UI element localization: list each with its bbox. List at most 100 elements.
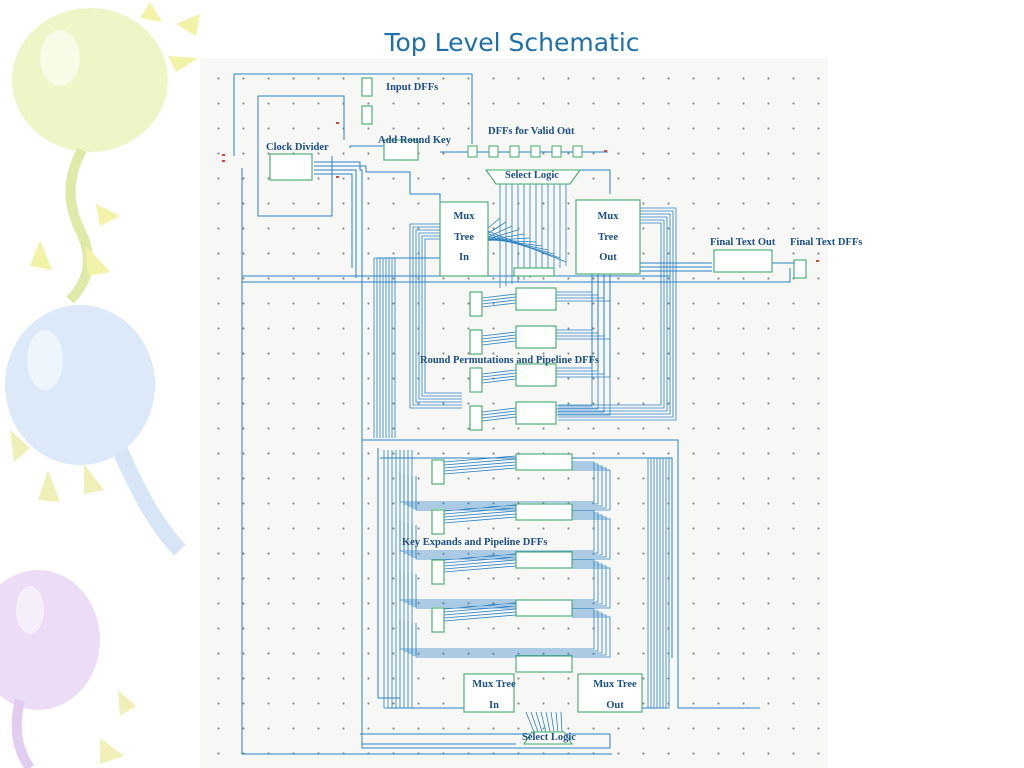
round-bus-left-5 [424, 238, 462, 394]
key-trunk-right-0 [642, 458, 649, 709]
upper-trunk-0 [373, 257, 440, 438]
round-link-2-2 [481, 375, 517, 381]
blue-balloon-icon [5, 305, 186, 556]
round-dff-1 [515, 287, 557, 311]
bridge-block [513, 267, 555, 277]
valid-out-dff-1 [467, 145, 478, 158]
wire-key-frame-left [377, 448, 400, 699]
round-bus-right-3 [558, 216, 668, 412]
wire-key-frame [362, 439, 760, 709]
mux-tree-in-top-label: Mux Tree In [440, 211, 488, 274]
key-link-2-1 [443, 556, 517, 564]
upper-trunk-7 [394, 257, 440, 438]
round-up-3-3 [556, 274, 611, 416]
slide-title: Top Level Schematic [384, 28, 640, 57]
clock-divider-label: Clock Divider [266, 142, 329, 153]
key-link-3-2 [443, 608, 517, 616]
select-logic-top-block [484, 169, 582, 185]
bottom-select-fan-6 [555, 711, 559, 733]
round-link-1-1 [481, 334, 517, 340]
final-text-dff-block [793, 259, 807, 279]
bottom-pipeline-dff [515, 655, 573, 673]
key-mux-1 [431, 459, 445, 485]
key-link-2-0 [443, 553, 517, 561]
add-round-key-label: Add Round Key [378, 135, 451, 146]
round-link-0-2 [481, 299, 517, 305]
mux-out-bottom-line-2: Out [606, 699, 624, 711]
round-bus-right-0 [558, 207, 677, 421]
key-link-3-1 [443, 605, 517, 613]
round-bus-left-4 [421, 235, 462, 397]
final-text-dffs-label: Final Text DFFs [790, 237, 863, 248]
round-link-3-3 [481, 416, 517, 422]
valid-out-dff-2 [488, 145, 499, 158]
round-link-2-0 [481, 369, 517, 375]
round-bus-right-5 [558, 222, 662, 406]
bottom-select-fan-4 [545, 711, 551, 733]
mux-tree-out-bottom-block [577, 673, 643, 713]
mux-tree-in-bottom-label: Mux Tree In [464, 679, 524, 721]
round-up-3-1 [556, 274, 599, 410]
key-link-1-1 [443, 507, 517, 515]
key-dff-1 [515, 453, 573, 471]
mux-tree-in-top-block [439, 201, 489, 277]
key-loop-2-4 [415, 567, 611, 609]
key-link-2-4 [443, 565, 517, 573]
round-dff-4 [515, 401, 557, 425]
key-link-1-0 [443, 504, 517, 512]
key-dff-2 [515, 503, 573, 521]
round-bus-left-3 [418, 232, 462, 400]
key-mux-4 [431, 607, 445, 633]
valid-out-dff-5 [551, 145, 562, 158]
round-mux-2 [469, 329, 483, 355]
input-pin-3 [336, 176, 339, 178]
select-logic-bottom-block [522, 731, 574, 745]
round-link-3-1 [481, 410, 517, 416]
round-bus-right-4 [558, 219, 665, 409]
input-pin-4 [336, 122, 339, 124]
valid-out-dff-3 [509, 145, 520, 158]
key-link-2-2 [443, 559, 517, 567]
round-bus-left-1 [412, 226, 462, 406]
input-pin-1 [222, 154, 225, 156]
mux-in-top-line-1: Mux [453, 211, 475, 222]
round-link-0-3 [481, 302, 517, 308]
input-dffs-label: Input DFFs [386, 82, 439, 93]
mux-out-top-line-1: Mux [597, 211, 619, 222]
wire-key-loop [380, 457, 673, 658]
round-up-3-0 [556, 274, 593, 407]
bottom-select-fan-1 [530, 711, 539, 733]
round-link-0-1 [481, 296, 517, 302]
select-logic-top-label: Select Logic [505, 170, 559, 181]
wire-clock-loop [257, 96, 333, 217]
key-loop-3-4 [415, 616, 611, 658]
mux-tree-out-top-label: Mux Tree Out [576, 211, 640, 274]
bottom-select-fan-5 [550, 711, 555, 733]
bottom-select-fan-7 [560, 711, 563, 733]
round-bus-left-0 [409, 223, 462, 409]
key-link-3-0 [443, 602, 517, 610]
final-text-out-label: Final Text Out [710, 237, 776, 248]
round-up-1-3 [556, 274, 611, 340]
key-trunk-left-7 [411, 450, 464, 709]
round-link-1-0 [481, 331, 517, 337]
key-trunk-left-2 [391, 450, 464, 709]
round-up-0-3 [556, 274, 611, 302]
round-mux-1 [469, 291, 483, 317]
key-trunk-right-3 [642, 458, 658, 709]
key-loop-1-4 [415, 518, 611, 560]
key-mux-2 [431, 509, 445, 535]
key-trunk-left-1 [387, 450, 464, 709]
key-dff-3 [515, 551, 573, 569]
round-bus-right-2 [558, 213, 671, 415]
clock-divider-block [269, 153, 313, 181]
key-link-0-3 [443, 464, 517, 472]
select-logic-bottom-label: Select Logic [522, 732, 576, 743]
round-bus-left-2 [415, 229, 462, 403]
key-link-2-3 [443, 562, 517, 570]
wire-input-frame [234, 73, 473, 144]
bottom-select-fan-3 [540, 711, 547, 733]
round-link-3-0 [481, 407, 517, 413]
key-link-0-2 [443, 461, 517, 469]
